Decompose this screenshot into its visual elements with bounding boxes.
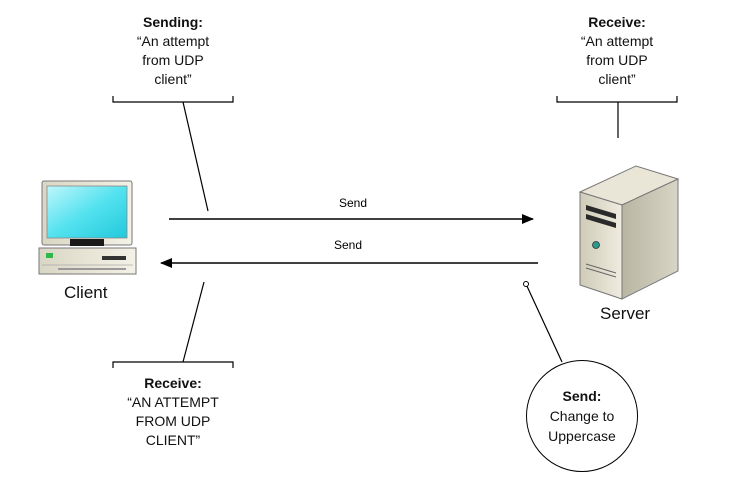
client-sending-line-2: from UDP xyxy=(142,52,204,68)
server-receive-line-1: “An attempt xyxy=(580,33,654,49)
client-receive-title: Receive: xyxy=(144,375,202,391)
desktop-computer-icon xyxy=(38,180,137,275)
server-receive-title: Receive: xyxy=(588,14,646,30)
arrow-send-to-server-label: Send xyxy=(339,196,367,210)
client-sending-line-1: “An attempt xyxy=(136,33,210,49)
client-receive-note: Receive: “AN ATTEMPT FROM UDP CLIENT” xyxy=(100,374,246,450)
server-receive-line-3: client” xyxy=(598,71,636,87)
server-send-note: Send: Change to Uppercase xyxy=(526,360,638,472)
client-receive-line-2: FROM UDP xyxy=(135,413,211,429)
server-receive-bracket xyxy=(556,96,678,103)
server-send-connector-dot xyxy=(523,281,529,287)
client-sending-line-3: client” xyxy=(154,71,192,87)
server-receive-line-2: from UDP xyxy=(586,52,648,68)
server-tower-icon xyxy=(578,165,680,300)
client-sending-connector xyxy=(182,101,209,212)
server-send-title: Send: xyxy=(562,388,602,404)
client-sending-bracket xyxy=(112,96,234,103)
server-receive-note: Receive: “An attempt from UDP client” xyxy=(552,13,682,89)
client-receive-bracket xyxy=(112,361,234,368)
client-sending-title: Sending: xyxy=(143,14,203,30)
server-label: Server xyxy=(600,304,651,323)
client-label: Client xyxy=(64,283,108,302)
client-receive-line-3: CLIENT” xyxy=(145,432,201,448)
client-receive-line-1: “AN ATTEMPT xyxy=(127,394,219,410)
server-send-connector xyxy=(525,283,563,363)
server-send-line-2: Uppercase xyxy=(548,428,616,444)
client-receive-connector xyxy=(182,281,205,363)
server-send-line-1: Change to xyxy=(549,408,615,424)
client-sending-note: Sending: “An attempt from UDP client” xyxy=(108,13,238,89)
arrow-send-to-client-label: Send xyxy=(334,238,362,252)
